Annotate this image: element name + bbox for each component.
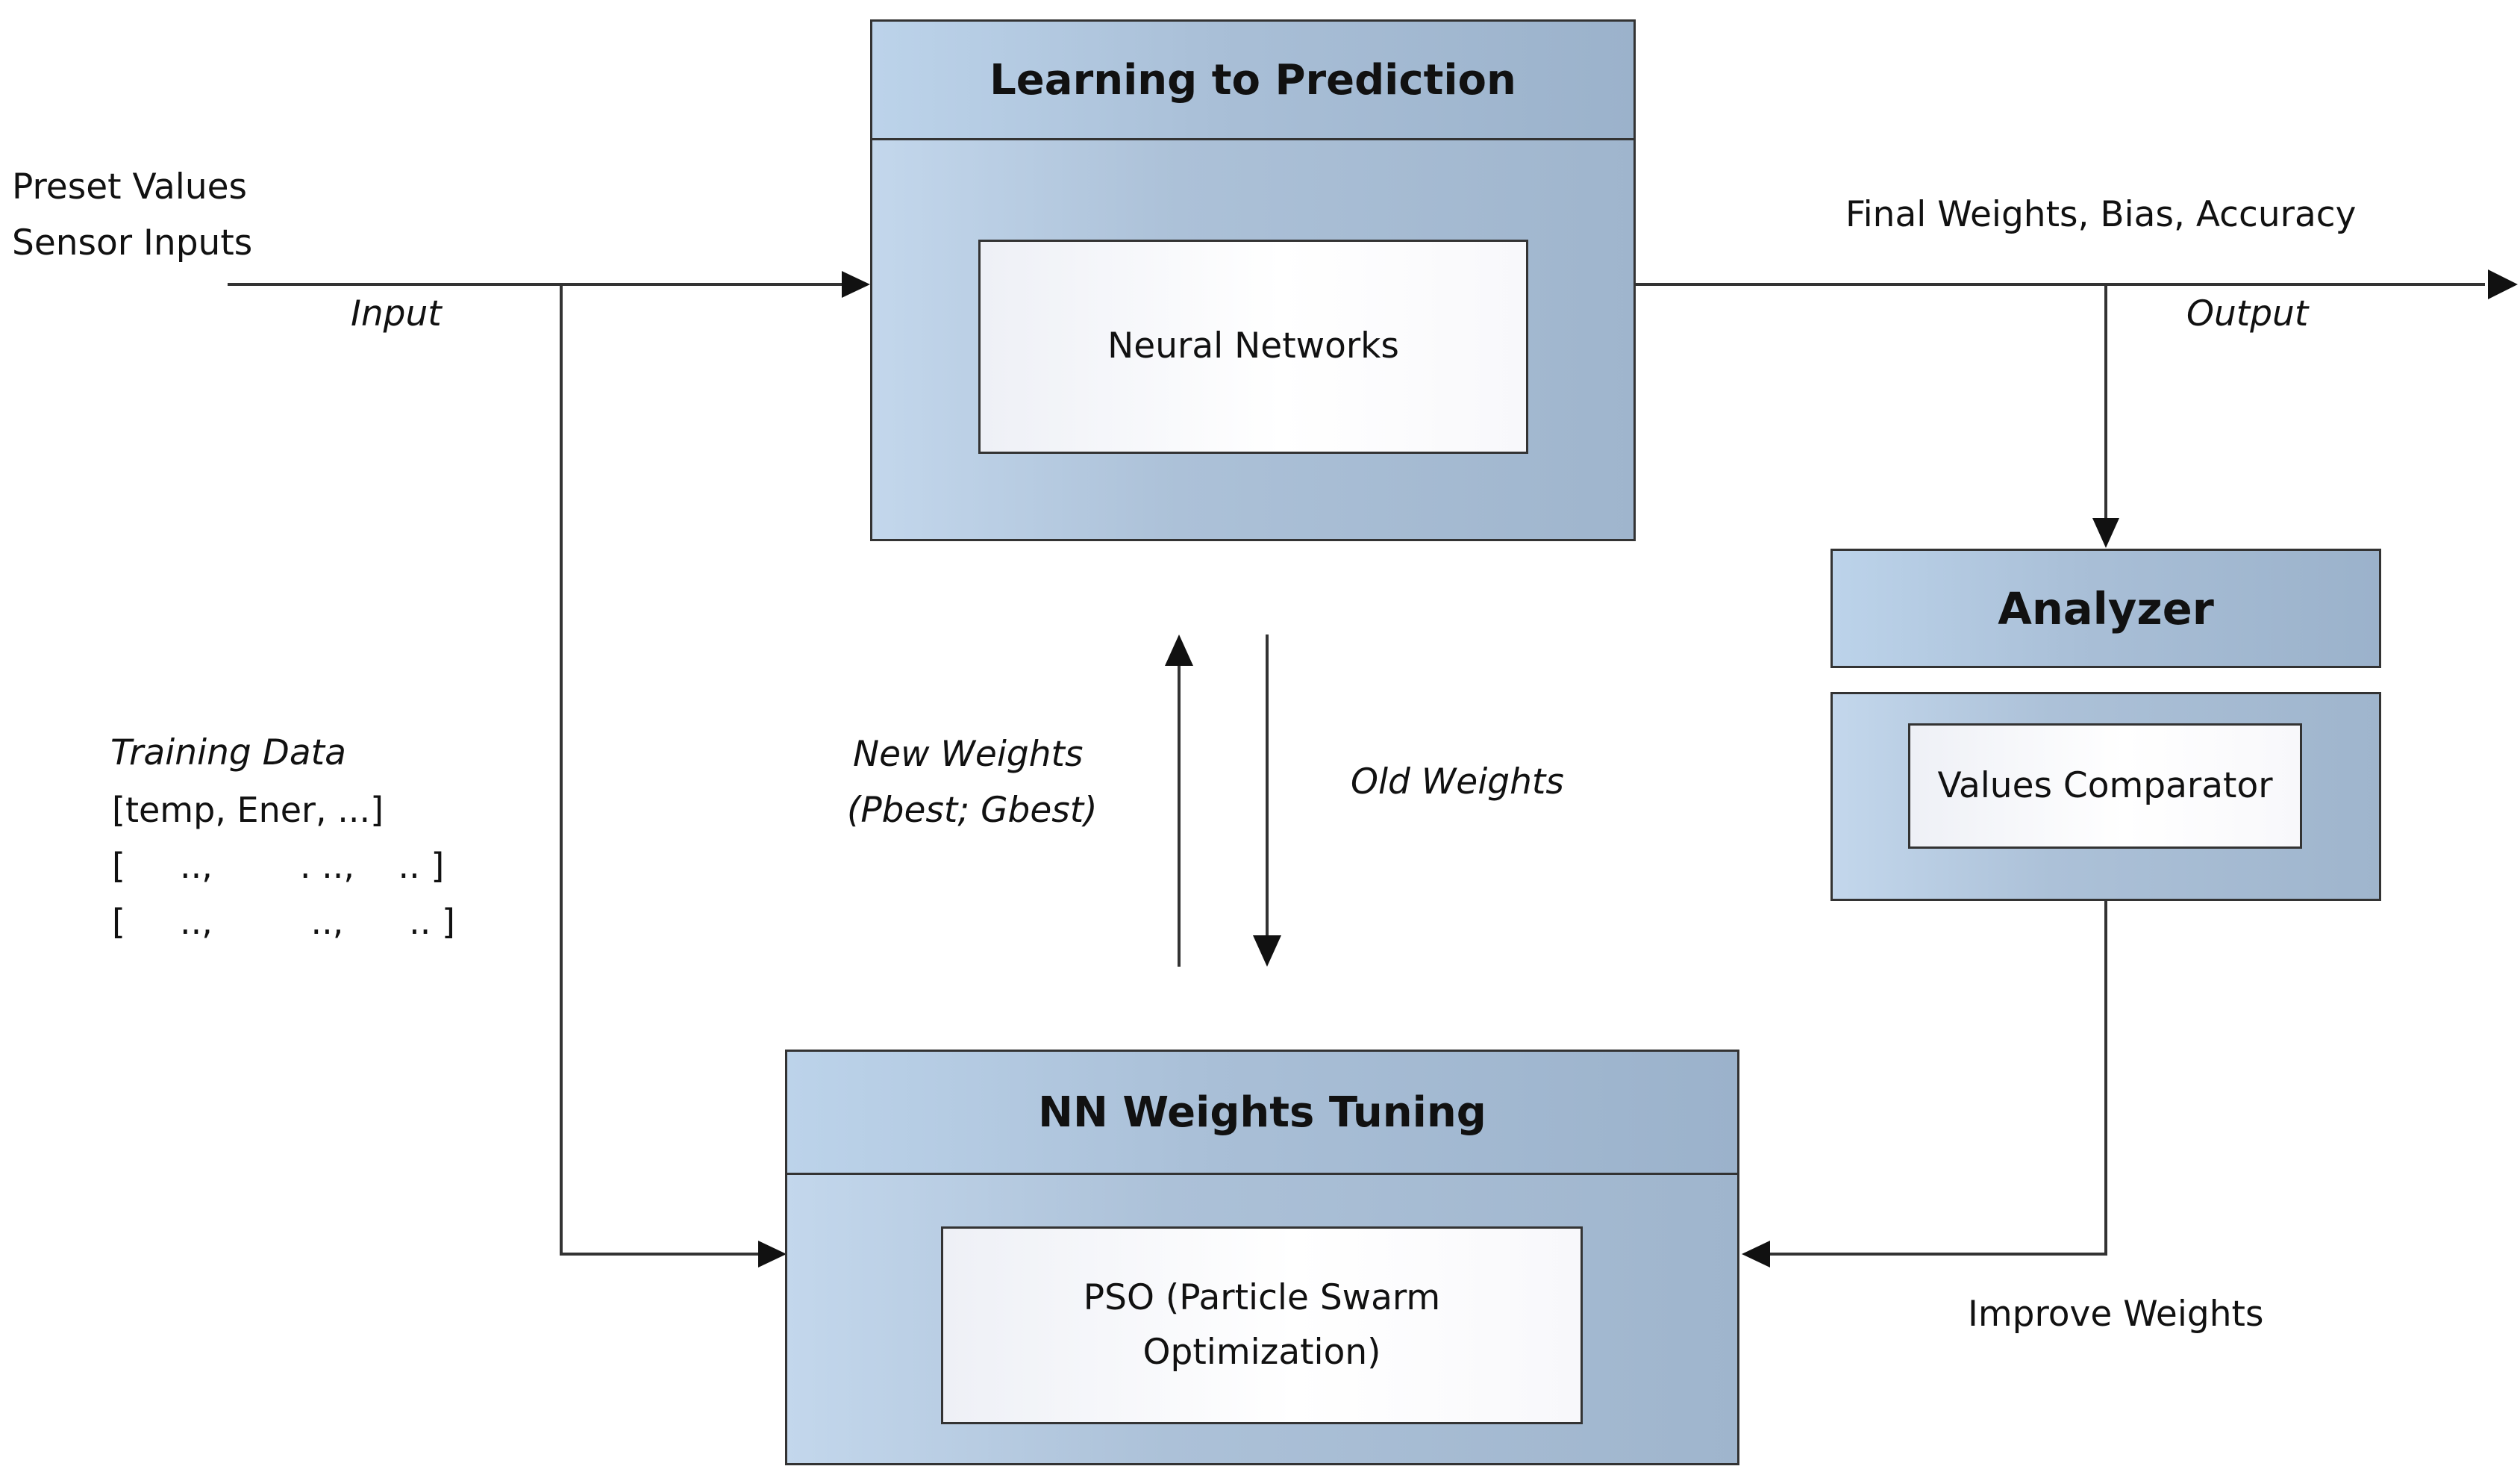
new-weights-arrowhead [1165,634,1193,666]
input-label: Input [351,293,442,334]
analyzer-block-title: Analyzer [1998,582,2214,634]
output-label: Output [2186,293,2309,334]
analyzer-block-header: Analyzer [1830,549,2381,668]
pso-box: PSO (Particle Swarm Optimization) [941,1226,1583,1424]
training-arrowhead [758,1241,787,1267]
final-weights-label: Final Weights, Bias, Accuracy [1845,194,2357,235]
improve-arrowhead [1742,1241,1770,1267]
input-arrowhead [842,271,870,298]
old-weights-arrowhead [1253,935,1281,967]
learning-block-header: Learning to Prediction [870,19,1636,140]
pbest-gbest-label: (Pbest; Gbest) [847,790,1098,831]
improve-weights-line [1765,901,2107,1256]
output-arrowhead [2488,269,2518,299]
training-data-row: [ .., .., .. ] [112,902,455,942]
preset-values-label: Preset Values [12,166,248,208]
new-weights-label: New Weights [853,734,1084,775]
training-branch-line [560,284,765,1256]
pso-label-line1: PSO (Particle Swarm [1083,1276,1441,1318]
pso-label-line2: Optimization) [1142,1331,1381,1373]
improve-weights-label: Improve Weights [1968,1294,2264,1335]
neural-networks-box: Neural Networks [978,240,1528,454]
sensor-inputs-label: Sensor Inputs [12,222,253,264]
tuning-block-title: NN Weights Tuning [1038,1088,1486,1137]
training-data-title: Training Data [110,732,346,773]
old-weights-label: Old Weights [1351,761,1564,802]
training-data-row: [temp, Ener, ...] [112,790,384,830]
values-comparator-label: Values Comparator [1937,764,2273,806]
tuning-block-header: NN Weights Tuning [785,1050,1739,1175]
neural-networks-label: Neural Networks [1107,325,1399,367]
training-data-row: [ .., . .., .. ] [112,846,445,886]
values-comparator-box: Values Comparator [1908,723,2302,849]
learning-block-title: Learning to Prediction [989,55,1516,105]
analyzer-arrowhead [2092,518,2119,548]
